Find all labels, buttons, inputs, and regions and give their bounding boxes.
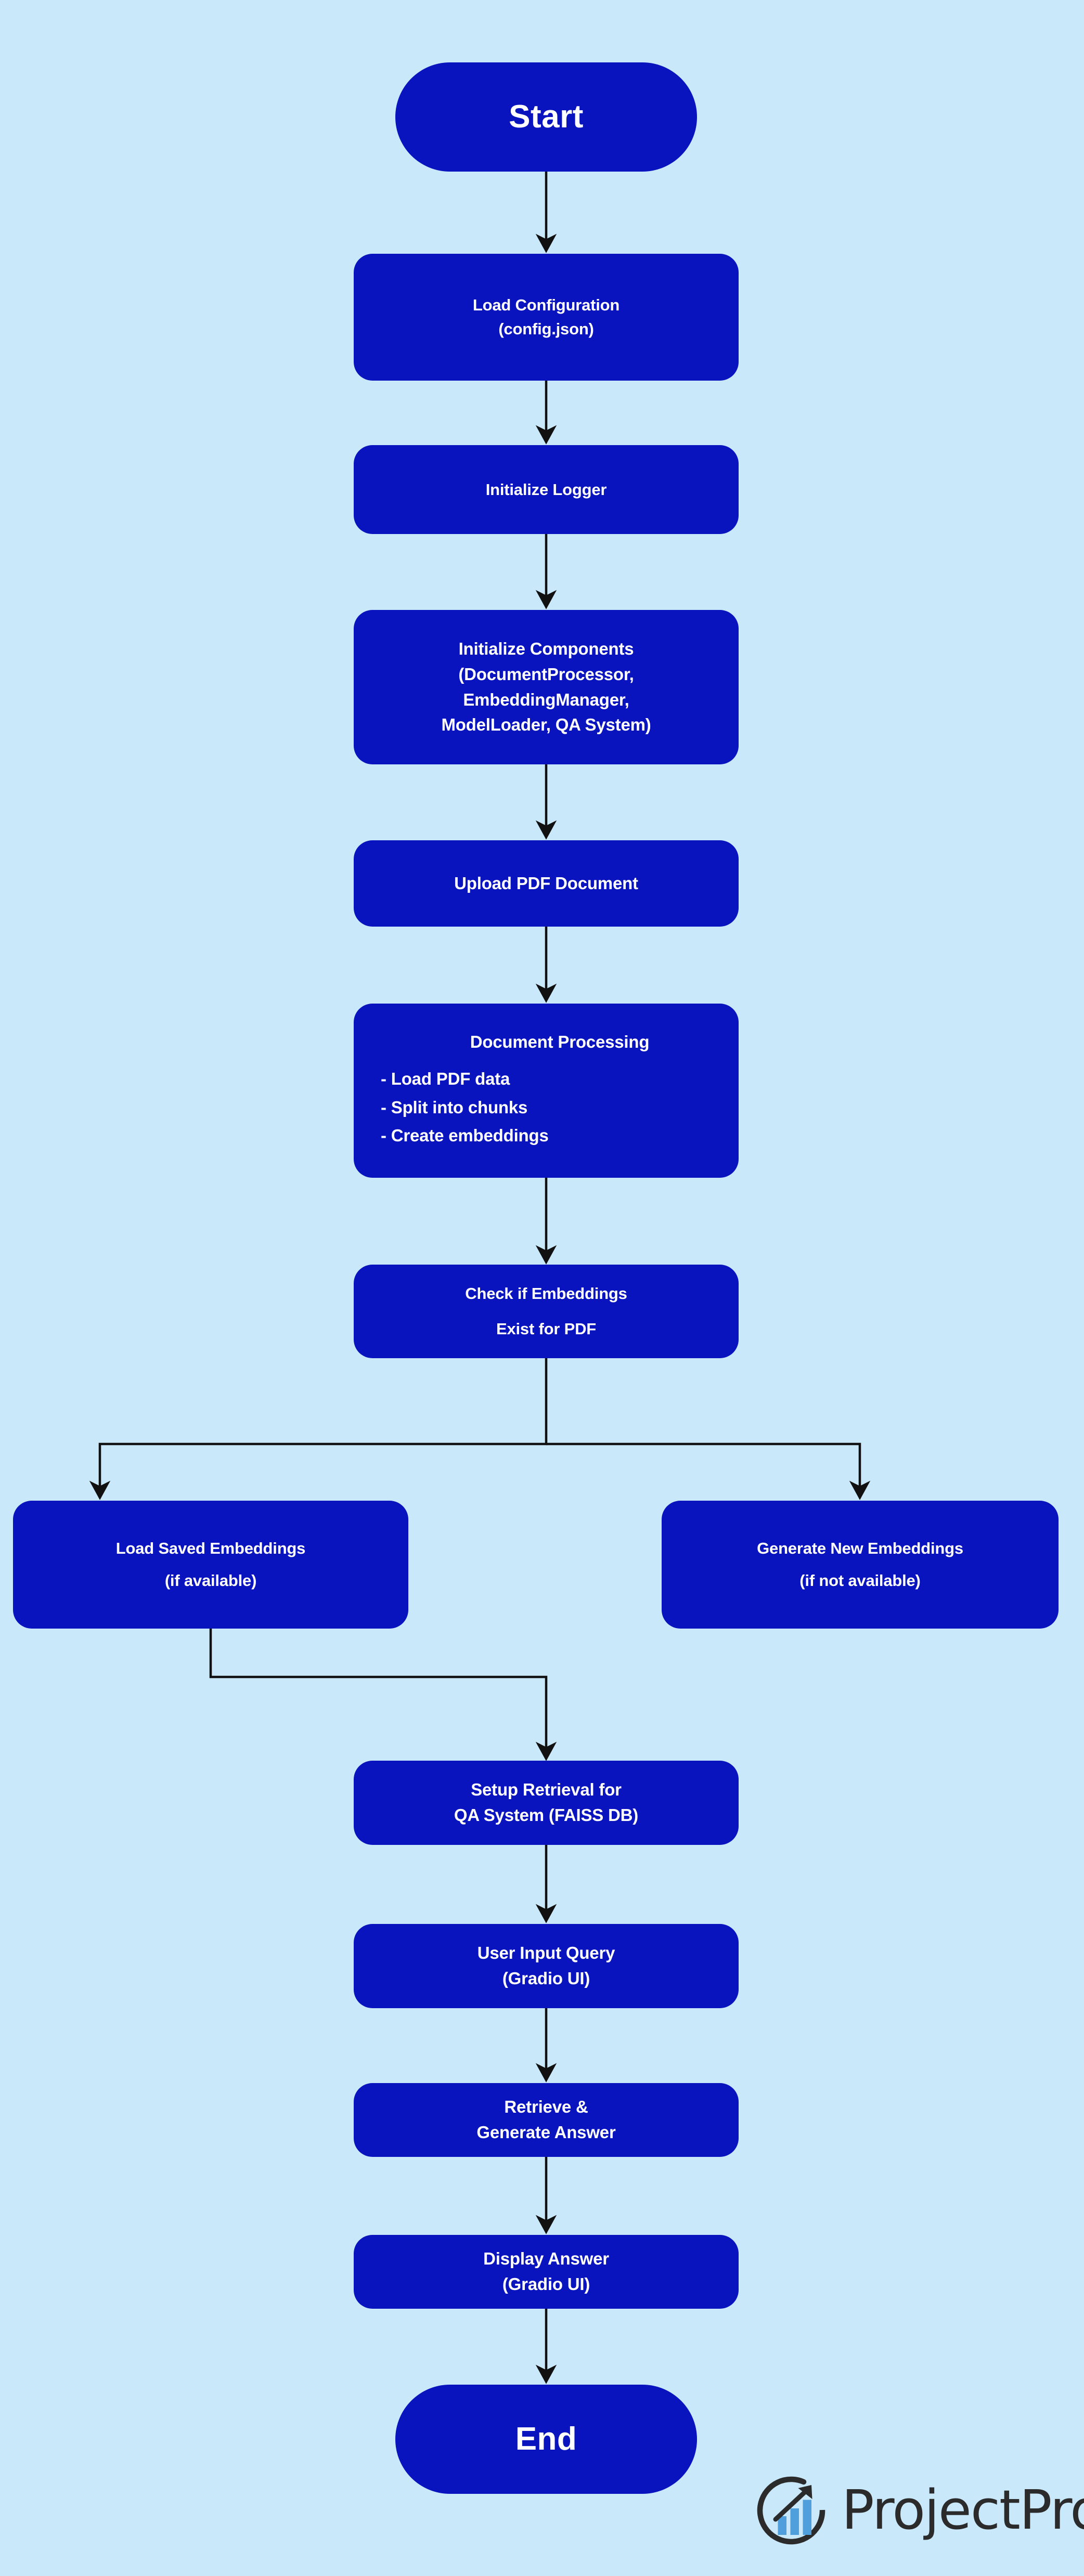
node-user-input-query-line-2: (Gradio UI) [502,1969,590,1988]
node-display-answer-line-2: (Gradio UI) [502,2274,590,2294]
node-retrieve-generate-line-2: Generate Answer [476,2123,616,2142]
node-load-saved-embeddings-line-2: (if available) [164,1571,257,1590]
node-setup-retrieval-line-2: QA System (FAISS DB) [454,1805,639,1825]
node-load-config-line-1: Load Configuration [472,296,620,315]
node-doc-processing-bullet-1: - Load PDF data [381,1069,510,1088]
projectpro-growth-chart-icon [755,2471,833,2549]
node-check-embeddings-line-2: Exist for PDF [496,1320,597,1338]
node-end[interactable]: End [395,2385,697,2494]
node-upload-pdf-label: Upload PDF Document [454,873,638,893]
node-retrieve-generate[interactable]: Retrieve & Generate Answer [354,2083,739,2157]
node-generate-new-embeddings-line-2: (if not available) [799,1571,921,1590]
node-init-logger[interactable]: Initialize Logger [354,445,739,534]
node-init-components-line-3: EmbeddingManager, [463,689,629,709]
node-generate-new-embeddings[interactable]: Generate New Embeddings (if not availabl… [662,1501,1059,1629]
node-check-embeddings[interactable]: Check if Embeddings Exist for PDF [354,1265,739,1358]
node-doc-processing-title: Document Processing [470,1032,650,1051]
node-upload-pdf[interactable]: Upload PDF Document [354,840,739,927]
node-display-answer[interactable]: Display Answer (Gradio UI) [354,2235,739,2309]
node-init-components[interactable]: Initialize Components (DocumentProcessor… [354,610,739,764]
node-retrieve-generate-line-1: Retrieve & [504,2097,588,2117]
node-init-components-line-2: (DocumentProcessor, [458,664,634,684]
projectpro-logo: ProjectPro [755,2466,1084,2554]
edge-check-embeddings-to-load-saved-embeddings [89,1357,548,1500]
node-display-answer-line-1: Display Answer [483,2249,609,2269]
node-end-label: End [515,2421,577,2457]
node-setup-retrieval-line-1: Setup Retrieval for [471,1780,622,1800]
node-generate-new-embeddings-line-1: Generate New Embeddings [757,1539,963,1557]
node-doc-processing-bullet-3: - Create embeddings [381,1126,549,1146]
node-load-saved-embeddings-line-1: Load Saved Embeddings [115,1539,306,1557]
node-init-components-line-1: Initialize Components [458,639,634,658]
node-load-config[interactable]: Load Configuration (config.json) [354,254,739,381]
node-setup-retrieval[interactable]: Setup Retrieval for QA System (FAISS DB) [354,1761,739,1845]
projectpro-wordmark: ProjectPro [842,2478,1084,2542]
node-user-input-query[interactable]: User Input Query (Gradio UI) [354,1924,739,2008]
node-load-config-line-2: (config.json) [498,320,594,338]
node-doc-processing-bullet-2: - Split into chunks [381,1097,528,1117]
edge-load-saved-embeddings-to-setup-retrieval [209,1629,557,1761]
node-start-label: Start [509,99,584,135]
edge-check-embeddings-to-generate-new-embeddings [546,1442,871,1500]
node-doc-processing[interactable]: Document Processing - Load PDF data - Sp… [354,1004,739,1178]
node-doc-processing-bullets: - Load PDF data - Split into chunks - Cr… [381,1066,549,1152]
node-user-input-query-line-1: User Input Query [477,1943,615,1963]
node-init-logger-label: Initialize Logger [485,480,607,499]
node-start[interactable]: Start [395,62,697,172]
node-check-embeddings-line-1: Check if Embeddings [465,1284,627,1303]
node-init-components-line-4: ModelLoader, QA System) [441,715,651,735]
node-load-saved-embeddings[interactable]: Load Saved Embeddings (if available) [13,1501,408,1629]
